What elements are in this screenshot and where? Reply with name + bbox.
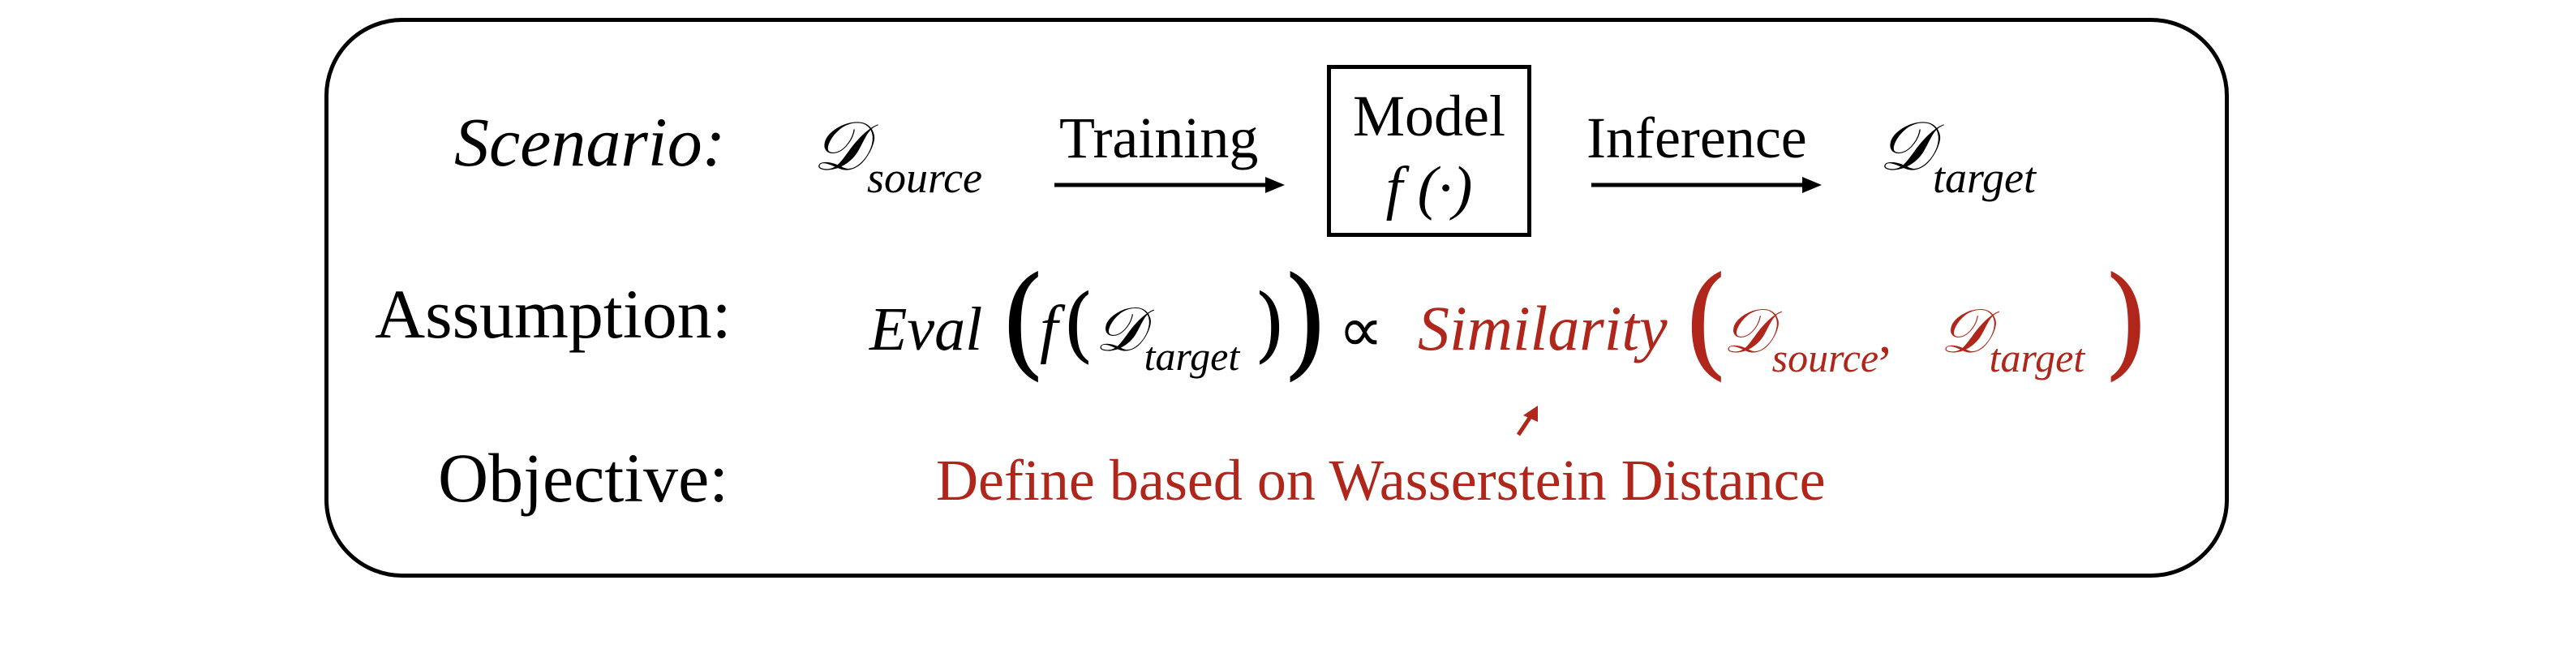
similarity-term: Similarity	[1418, 293, 1668, 363]
eval-open-paren: (	[999, 251, 1047, 393]
objective-label: Objective:	[438, 439, 729, 517]
sim-d-target-subscript: target	[1989, 335, 2085, 380]
inference-label: Inference	[1586, 105, 1807, 170]
d-target-subscript: target	[1933, 153, 2037, 202]
assumption-label: Assumption:	[375, 275, 732, 353]
proportional-symbol: ∝	[1338, 294, 1384, 367]
d-source-subscript: source	[867, 153, 983, 202]
eval-close-paren: )	[1282, 251, 1329, 393]
sim-comma: ,	[1878, 306, 1892, 363]
training-arrow	[1054, 177, 1285, 193]
f-term: f	[1040, 294, 1058, 365]
inference-arrow	[1591, 177, 1822, 193]
similarity-open-paren: (	[1682, 251, 1730, 393]
eval-d-target: 𝒟target	[1095, 299, 1239, 377]
objective-text: Define based on Wasserstein Distance	[936, 448, 1826, 513]
eval-d-symbol: 𝒟	[1095, 293, 1144, 365]
d-target-symbol: 𝒟	[1878, 106, 1934, 186]
training-label: Training	[1059, 105, 1259, 170]
d-source-symbol: 𝒟	[813, 106, 868, 186]
eval-term: Eval	[869, 295, 983, 363]
f-open-paren: (	[1063, 277, 1095, 372]
sim-d-source: 𝒟source,	[1723, 300, 1892, 379]
main-frame	[324, 18, 2229, 578]
sim-d-source-subscript: source	[1771, 335, 1879, 380]
d-target-term: 𝒟target	[1878, 112, 2036, 200]
similarity-pointer-arrow	[1516, 406, 1538, 436]
f-close-paren: )	[1254, 277, 1286, 372]
eval-d-subscript: target	[1144, 333, 1240, 379]
scenario-label: Scenario:	[454, 103, 726, 181]
model-title: Model	[1353, 84, 1505, 148]
sim-d-target: 𝒟target	[1940, 300, 2084, 379]
d-source-term: 𝒟source	[813, 112, 982, 200]
model-box: Model f (·)	[1327, 65, 1531, 237]
sim-d-source-symbol: 𝒟	[1723, 294, 1772, 367]
similarity-close-paren: )	[2102, 251, 2150, 393]
sim-d-target-symbol: 𝒟	[1940, 294, 1990, 367]
model-function: f (·)	[1385, 155, 1473, 221]
